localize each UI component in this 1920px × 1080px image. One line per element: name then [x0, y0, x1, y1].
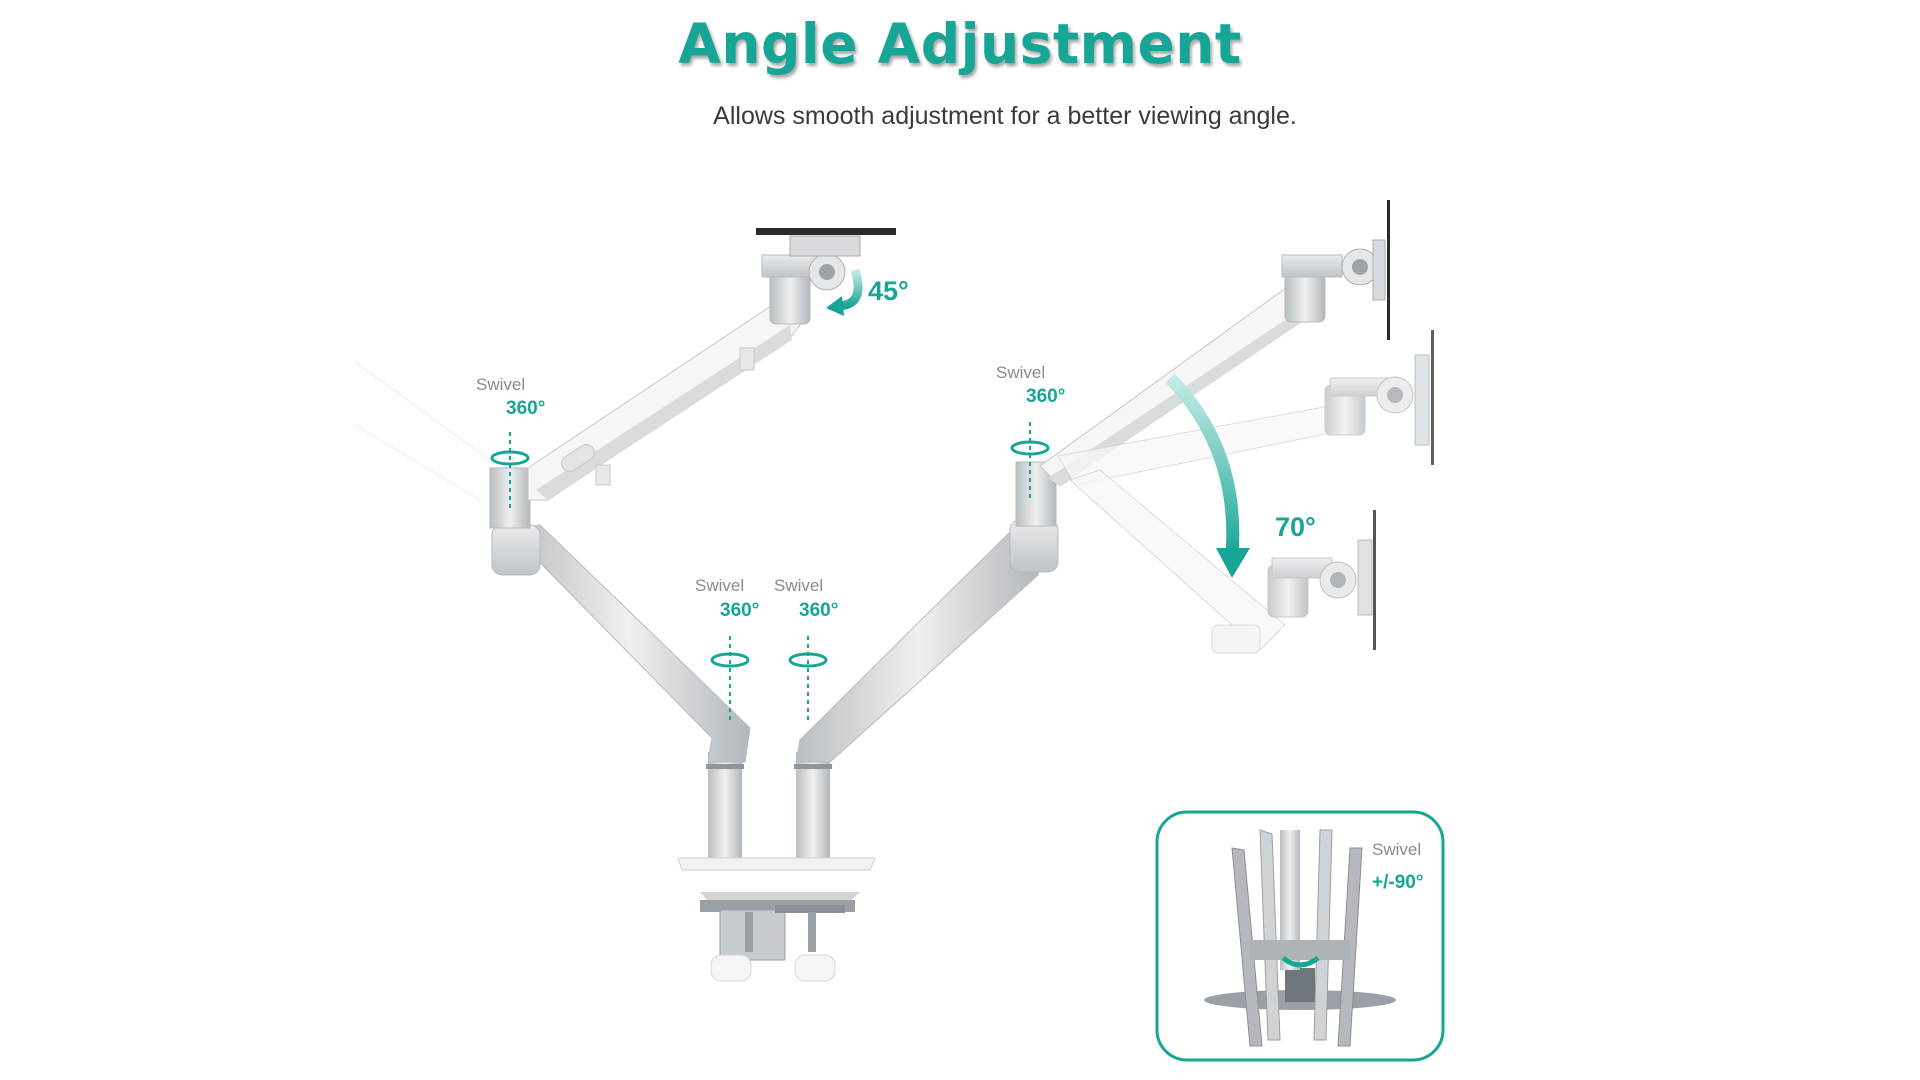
background-lines — [354, 361, 491, 501]
page-subtitle: Allows smooth adjustment for a better vi… — [713, 102, 1297, 130]
swivel-value-center-left: 360° — [720, 600, 760, 621]
page-title: Angle Adjustment — [678, 12, 1242, 76]
tilt-value-right: 70° — [1275, 512, 1316, 542]
left-lower-arm — [489, 467, 751, 763]
left-upper-arm — [527, 228, 896, 501]
desk-clamp — [677, 752, 876, 982]
swivel-value-right-arm: 360° — [1026, 386, 1066, 407]
swivel-markers — [490, 422, 1050, 720]
swivel-label-center-right: Swivel — [774, 576, 824, 595]
swivel-label-center-left: Swivel — [695, 576, 745, 595]
swivel-value-left-arm: 360° — [506, 398, 546, 419]
left-pole — [708, 752, 742, 862]
inset-panel — [1155, 810, 1445, 1062]
right-pole — [796, 752, 830, 862]
swivel-label-inset: Swivel — [1372, 840, 1422, 859]
swivel-label-left-arm: Swivel — [476, 375, 526, 394]
tilt-value-left: 45° — [868, 276, 909, 306]
swivel-label-right-arm: Swivel — [996, 363, 1046, 382]
right-lower-arm — [795, 461, 1059, 763]
right-upper-arm-middle — [1057, 330, 1434, 486]
swivel-value-inset: +/-90° — [1372, 872, 1424, 893]
tilt-right-arrow — [1165, 373, 1240, 556]
swivel-value-center-right: 360° — [799, 600, 839, 621]
right-upper-arm-lower — [1069, 469, 1376, 654]
